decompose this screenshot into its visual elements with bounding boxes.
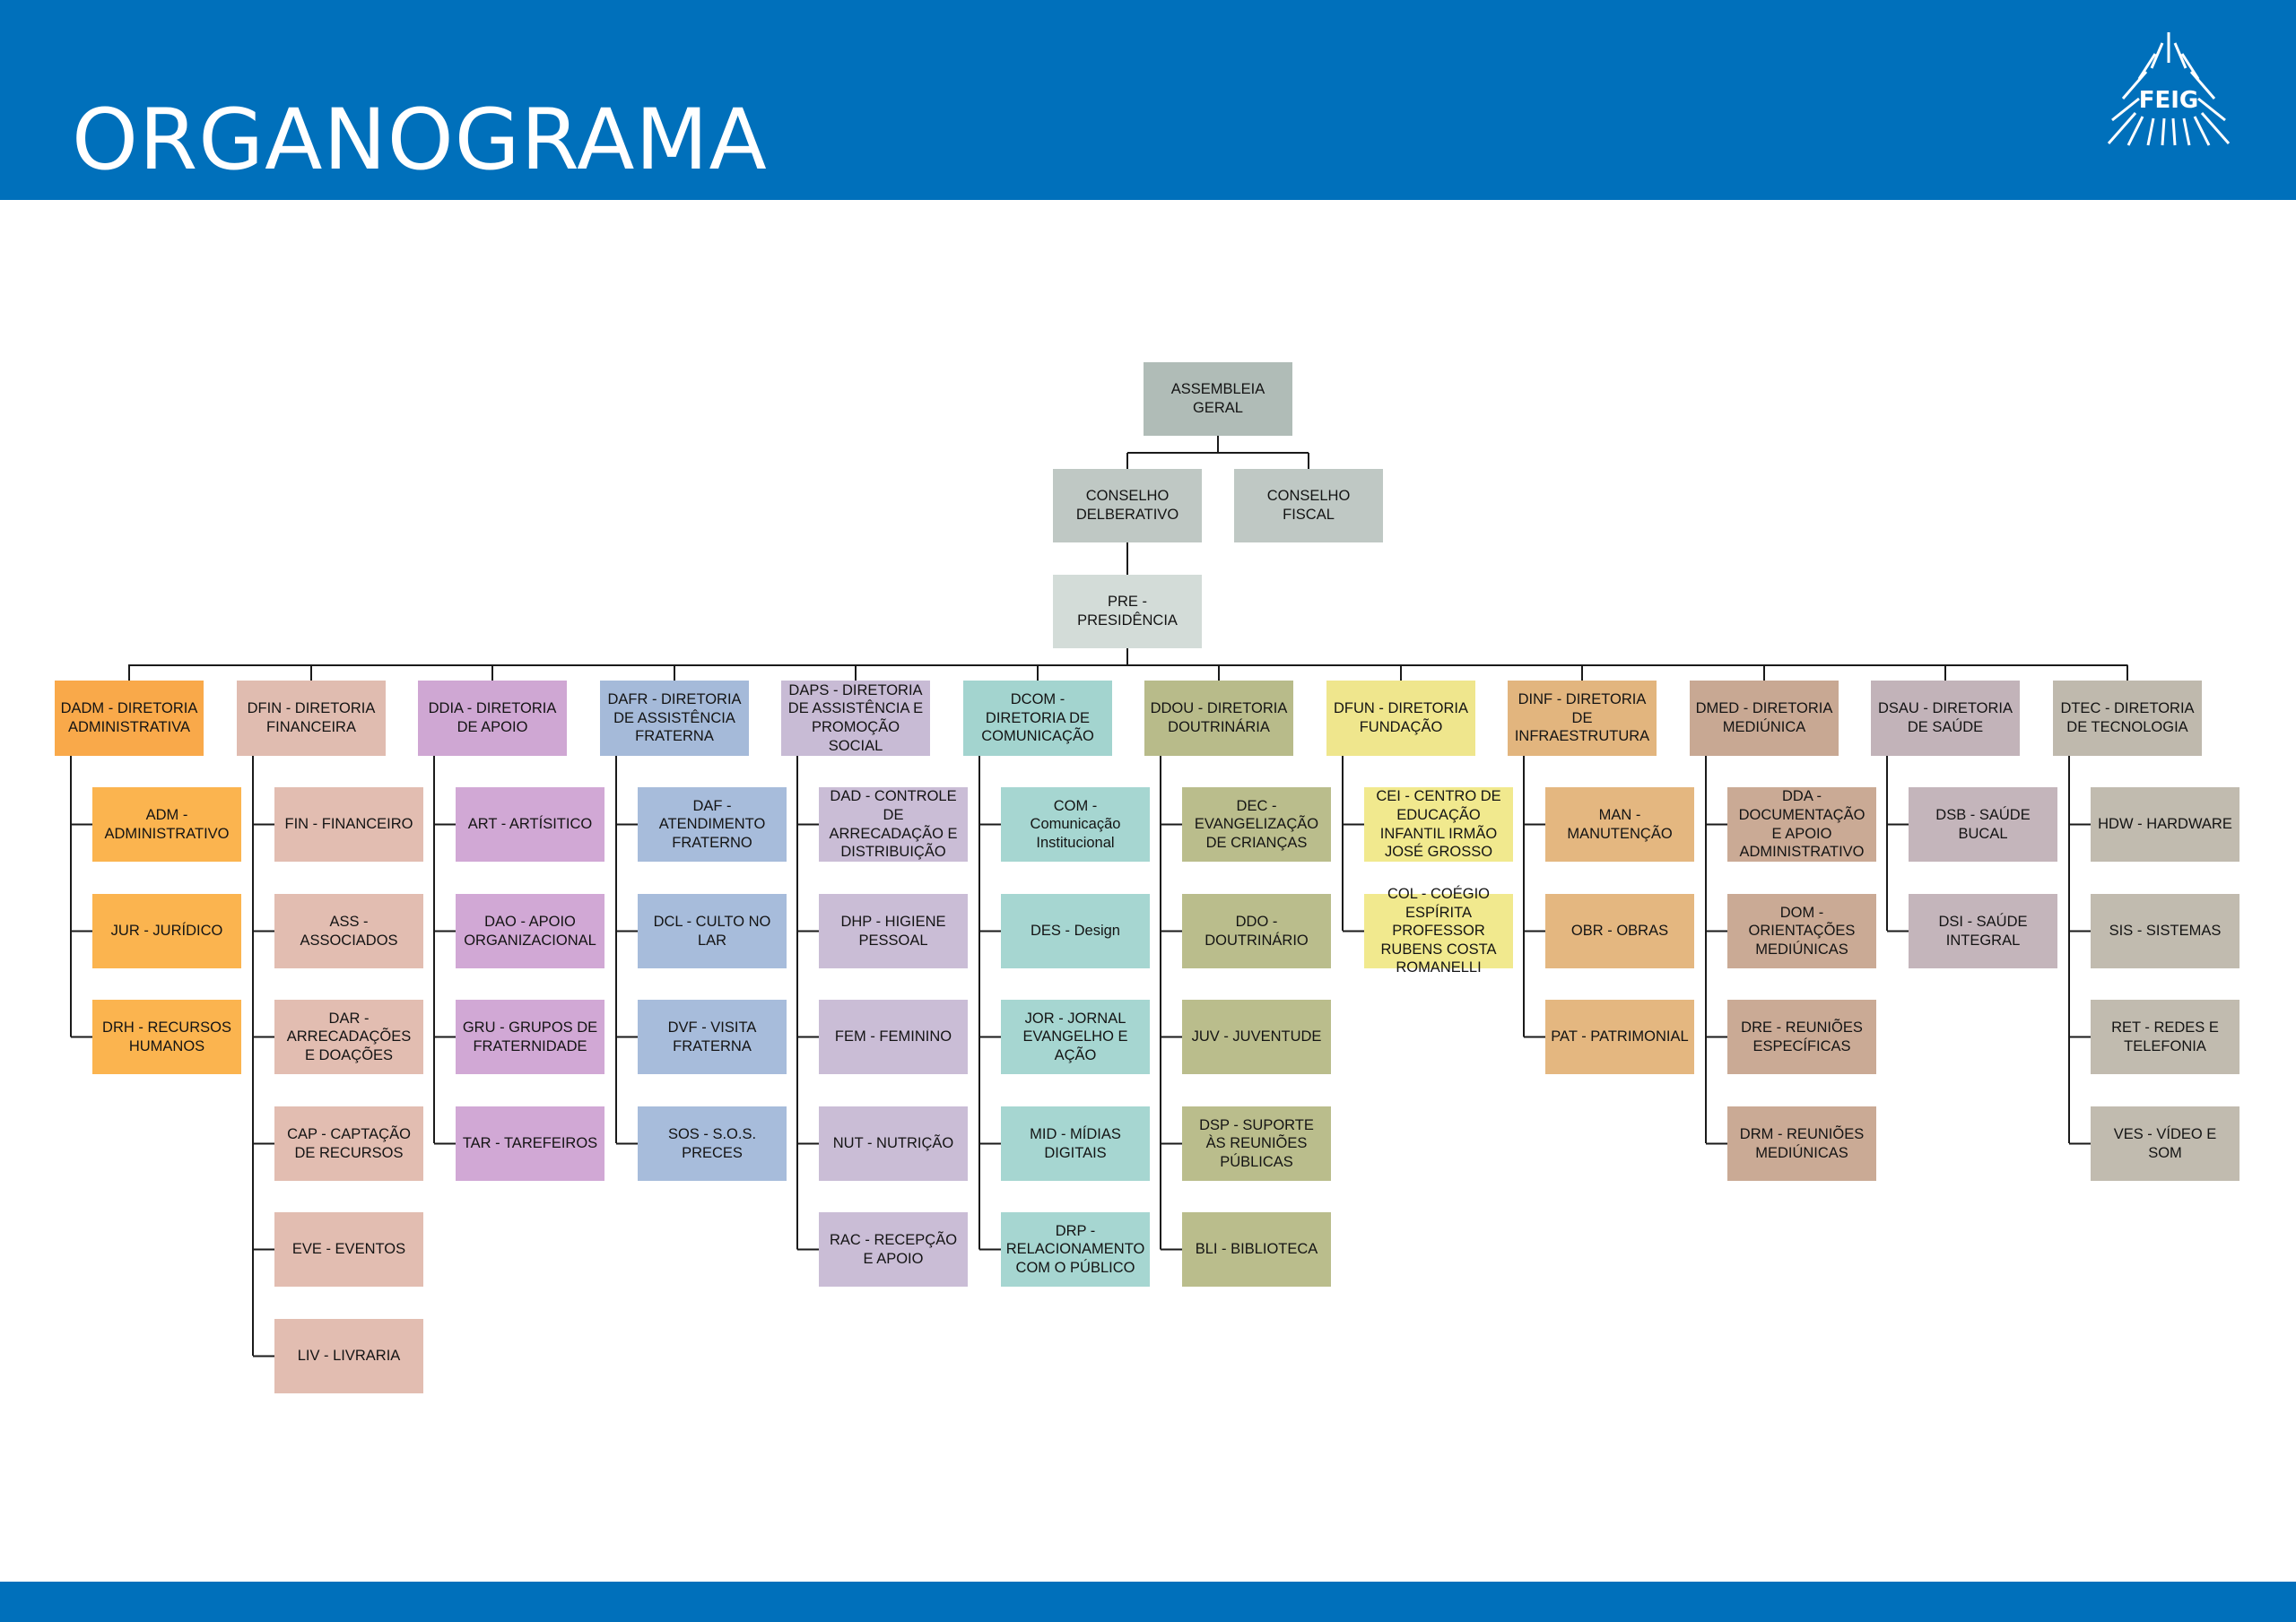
- unit-box: TAR - TAREFEIROS: [456, 1106, 604, 1181]
- unit-box: DAF - ATENDIMENTO FRATERNO: [638, 787, 787, 862]
- unit-box: BLI - BIBLIOTECA: [1182, 1212, 1331, 1287]
- directorate-box: DINF - DIRETORIA DE INFRAESTRUTURA: [1508, 681, 1657, 756]
- unit-box: ASS - ASSOCIADOS: [274, 894, 423, 968]
- unit-box: DRE - REUNIÕES ESPECÍFICAS: [1727, 1000, 1876, 1074]
- unit-box: DOM - ORIENTAÇÕES MEDIÚNICAS: [1727, 894, 1876, 968]
- unit-box: FIN - FINANCEIRO: [274, 787, 423, 862]
- unit-box: HDW - HARDWARE: [2091, 787, 2239, 862]
- unit-box: DSI - SAÚDE INTEGRAL: [1909, 894, 2057, 968]
- unit-box: DDO - DOUTRINÁRIO: [1182, 894, 1331, 968]
- unit-box: OBR - OBRAS: [1545, 894, 1694, 968]
- node-presidencia: PRE - PRESIDÊNCIA: [1053, 575, 1202, 648]
- unit-box: CEI - CENTRO DE EDUCAÇÃO INFANTIL IRMÃO …: [1364, 787, 1513, 862]
- unit-box: DSB - SAÚDE BUCAL: [1909, 787, 2057, 862]
- unit-box: COM - Comunicação Institucional: [1001, 787, 1150, 862]
- header-bar: ORGANOGRAMA FEIG: [0, 0, 2296, 200]
- footer-bar: [0, 1582, 2296, 1622]
- unit-box: DCL - CULTO NO LAR: [638, 894, 787, 968]
- unit-box: DDA - DOCUMENTAÇÃO E APOIO ADMINISTRATIV…: [1727, 787, 1876, 862]
- unit-box: DRM - REUNIÕES MEDIÚNICAS: [1727, 1106, 1876, 1181]
- unit-box: ADM - ADMINISTRATIVO: [92, 787, 241, 862]
- page-title: ORGANOGRAMA: [72, 91, 768, 189]
- directorate-box: DDIA - DIRETORIA DE APOIO: [418, 681, 567, 756]
- unit-box: LIV - LIVRARIA: [274, 1319, 423, 1393]
- unit-box: CAP - CAPTAÇÃO DE RECURSOS: [274, 1106, 423, 1181]
- feig-logo-icon: FEIG: [2107, 32, 2231, 146]
- unit-box: DAR - ARRECADAÇÕES E DOAÇÕES: [274, 1000, 423, 1074]
- unit-box: DAO - APOIO ORGANIZACIONAL: [456, 894, 604, 968]
- unit-box: GRU - GRUPOS DE FRATERNIDADE: [456, 1000, 604, 1074]
- unit-box: ART - ARTÍSITICO: [456, 787, 604, 862]
- unit-box: JUR - JURÍDICO: [92, 894, 241, 968]
- unit-box: DEC - EVANGELIZAÇÃO DE CRIANÇAS: [1182, 787, 1331, 862]
- directorate-box: DSAU - DIRETORIA DE SAÚDE: [1871, 681, 2020, 756]
- unit-box: MID - MÍDIAS DIGITAIS: [1001, 1106, 1150, 1181]
- logo-text: FEIG: [2139, 87, 2199, 114]
- node-assembleia-geral: ASSEMBLEIA GERAL: [1144, 362, 1292, 436]
- unit-box: DRH - RECURSOS HUMANOS: [92, 1000, 241, 1074]
- unit-box: JUV - JUVENTUDE: [1182, 1000, 1331, 1074]
- unit-box: SOS - S.O.S. PRECES: [638, 1106, 787, 1181]
- unit-box: JOR - JORNAL EVANGELHO E AÇÃO: [1001, 1000, 1150, 1074]
- unit-box: RET - REDES E TELEFONIA: [2091, 1000, 2239, 1074]
- unit-box: SIS - SISTEMAS: [2091, 894, 2239, 968]
- directorate-box: DFIN - DIRETORIA FINANCEIRA: [237, 681, 386, 756]
- directorate-box: DCOM - DIRETORIA DE COMUNICAÇÃO: [963, 681, 1112, 756]
- unit-box: NUT - NUTRIÇÃO: [819, 1106, 968, 1181]
- directorate-box: DFUN - DIRETORIA FUNDAÇÃO: [1326, 681, 1475, 756]
- unit-box: COL - COÉGIO ESPÍRITA PROFESSOR RUBENS C…: [1364, 886, 1513, 976]
- unit-box: EVE - EVENTOS: [274, 1212, 423, 1287]
- directorate-box: DTEC - DIRETORIA DE TECNOLOGIA: [2053, 681, 2202, 756]
- unit-box: VES - VÍDEO E SOM: [2091, 1106, 2239, 1181]
- node-conselho-deliberativo: CONSELHO DELBERATIVO: [1053, 469, 1202, 542]
- directorate-box: DDOU - DIRETORIA DOUTRINÁRIA: [1144, 681, 1293, 756]
- unit-box: DAD - CONTROLE DE ARRECADAÇÃO E DISTRIBU…: [819, 787, 968, 862]
- directorate-box: DAFR - DIRETORIA DE ASSISTÊNCIA FRATERNA: [600, 681, 749, 756]
- unit-box: DVF - VISITA FRATERNA: [638, 1000, 787, 1074]
- unit-box: DES - Design: [1001, 894, 1150, 968]
- unit-box: RAC - RECEPÇÃO E APOIO: [819, 1212, 968, 1287]
- unit-box: PAT - PATRIMONIAL: [1545, 1000, 1694, 1074]
- unit-box: DHP - HIGIENE PESSOAL: [819, 894, 968, 968]
- unit-box: MAN - MANUTENÇÃO: [1545, 787, 1694, 862]
- directorate-box: DMED - DIRETORIA MEDIÚNICA: [1690, 681, 1839, 756]
- unit-box: DRP - RELACIONAMENTO COM O PÚBLICO: [1001, 1212, 1150, 1287]
- unit-box: FEM - FEMININO: [819, 1000, 968, 1074]
- unit-box: DSP - SUPORTE ÀS REUNIÕES PÚBLICAS: [1182, 1106, 1331, 1181]
- node-conselho-fiscal: CONSELHO FISCAL: [1234, 469, 1383, 542]
- directorate-box: DADM - DIRETORIA ADMINISTRATIVA: [55, 681, 204, 756]
- directorate-box: DAPS - DIRETORIA DE ASSISTÊNCIA E PROMOÇ…: [781, 681, 930, 756]
